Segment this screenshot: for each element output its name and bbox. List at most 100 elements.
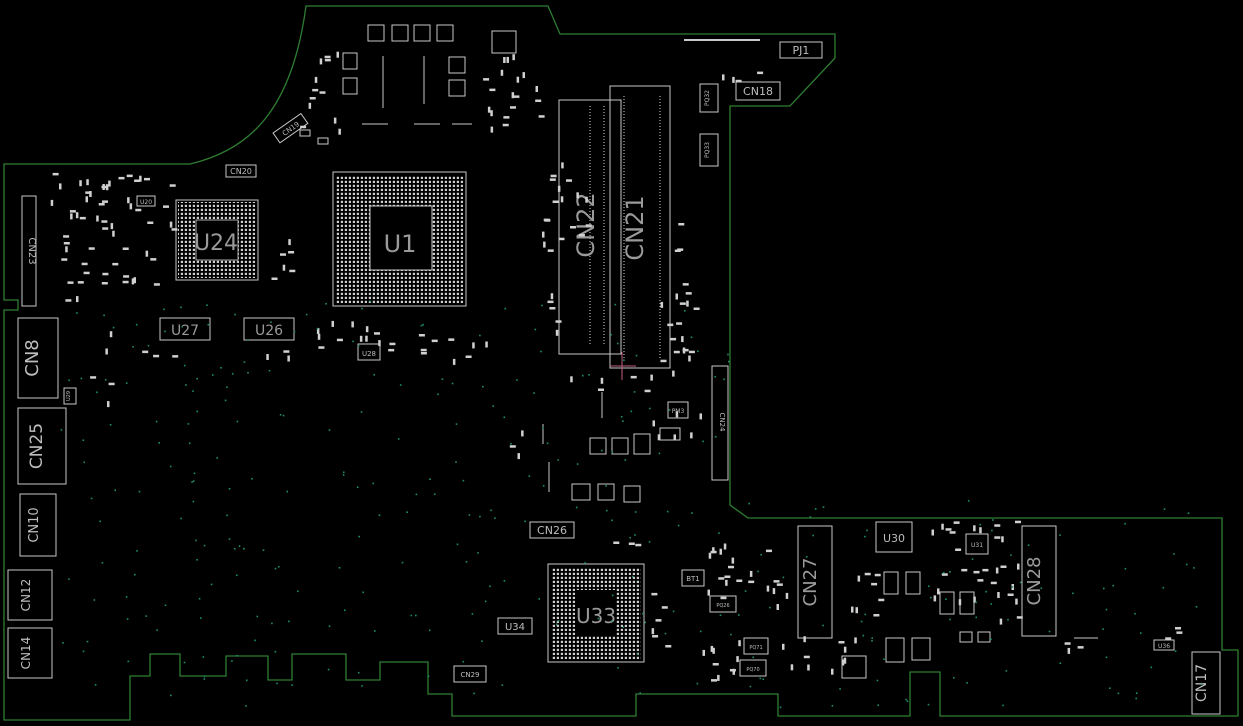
smd-part	[712, 663, 719, 666]
via	[639, 692, 641, 694]
chip-u31: U31	[965, 533, 989, 555]
smd-part	[550, 293, 554, 300]
smd-part	[661, 606, 668, 609]
smd-part	[283, 350, 290, 353]
smd-part	[88, 247, 95, 250]
smd-part	[517, 453, 520, 460]
smd-part	[543, 241, 546, 248]
via	[276, 682, 278, 685]
smd-part	[172, 355, 179, 358]
smd-part	[86, 179, 89, 186]
smd-part	[420, 348, 427, 352]
via	[471, 613, 474, 615]
smd-part	[489, 88, 496, 92]
smd-part	[790, 664, 794, 671]
via	[624, 459, 627, 461]
via	[699, 630, 702, 633]
via	[462, 479, 465, 482]
smd-part	[635, 543, 642, 547]
smd-part	[280, 253, 286, 256]
via	[490, 509, 492, 512]
via	[357, 671, 360, 674]
smd-part	[724, 575, 731, 578]
via	[575, 506, 578, 509]
smd-part	[102, 227, 109, 230]
via	[415, 614, 417, 617]
via	[401, 561, 404, 564]
via	[207, 323, 210, 326]
transistor-pq33: PQ33	[699, 133, 719, 167]
via	[759, 677, 762, 680]
smd-part	[547, 249, 554, 252]
smd-part	[63, 235, 70, 238]
via	[433, 493, 436, 495]
via	[455, 423, 458, 425]
via	[501, 684, 504, 686]
via	[971, 558, 974, 560]
chip-u33: U33	[547, 563, 645, 663]
via	[1134, 612, 1136, 615]
via	[611, 620, 613, 622]
via	[871, 637, 873, 639]
via	[779, 706, 782, 709]
smd-part	[169, 184, 176, 187]
cn14-label: CN14	[19, 637, 33, 670]
chip-u36: U36	[1153, 639, 1175, 651]
cn24-label: CN24	[718, 412, 726, 432]
smd-part	[314, 76, 318, 83]
smd-part	[144, 177, 150, 181]
via	[975, 601, 977, 604]
via	[769, 606, 771, 609]
via	[243, 361, 246, 363]
smd-part	[994, 524, 1001, 527]
via	[1109, 687, 1111, 689]
via	[187, 423, 190, 425]
via	[468, 514, 471, 516]
via	[617, 667, 619, 669]
smd-part	[712, 547, 715, 554]
smd-part	[941, 573, 948, 576]
smd-part	[549, 307, 556, 310]
smd-part	[61, 258, 68, 261]
smd-part	[483, 78, 490, 81]
via	[60, 429, 63, 431]
smd-part	[655, 619, 662, 622]
pq71-label: PQ71	[749, 645, 762, 651]
via	[503, 580, 506, 582]
via	[757, 570, 759, 573]
cn23-label: CN23	[26, 237, 37, 264]
smd-part	[937, 588, 940, 595]
smd-part	[431, 339, 438, 343]
via	[282, 414, 285, 417]
smd-part	[153, 283, 160, 286]
smd-part	[1017, 563, 1020, 570]
smd-part	[854, 637, 857, 644]
via	[752, 656, 754, 659]
smd-part	[65, 299, 72, 302]
via	[198, 597, 201, 600]
smd-part	[732, 76, 735, 83]
smd-part	[89, 191, 92, 197]
via	[135, 323, 138, 326]
smd-part	[864, 572, 871, 576]
via	[991, 529, 993, 532]
via	[542, 427, 544, 430]
smd-part	[679, 302, 686, 305]
via	[68, 578, 70, 580]
via	[226, 514, 228, 517]
via	[231, 373, 234, 375]
via	[1124, 567, 1127, 570]
test-vias	[60, 300, 1203, 709]
via	[1059, 534, 1061, 536]
smd-part	[365, 326, 369, 333]
via	[1019, 581, 1022, 584]
smd-part	[503, 57, 506, 63]
connector-cn23: CN23	[21, 195, 37, 307]
via	[985, 590, 987, 593]
cn12-label: CN12	[19, 579, 33, 612]
connector-cn29: CN29	[453, 665, 487, 683]
via	[538, 598, 540, 600]
smd-part	[570, 376, 573, 383]
smd-part	[949, 531, 956, 534]
cn26-label: CN26	[537, 524, 567, 537]
